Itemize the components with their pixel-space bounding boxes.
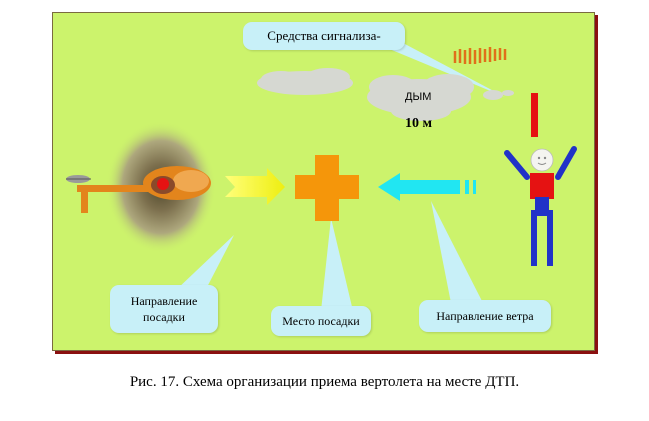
alarm-means-label: Средства сигнализа-: [267, 28, 381, 43]
landing-direction-label: Направление посадки: [130, 294, 198, 324]
callout-alarm-means: Средства сигнализа-: [243, 22, 405, 50]
diagram-drawing: [66, 43, 577, 311]
wind-direction-arrow: [378, 173, 476, 201]
callout-landing-direction: Направление посадки: [110, 285, 218, 333]
diagram-panel: Средства сигнализа- ДЫМ 10 м Направление…: [52, 12, 595, 351]
smoke-cloud-icon: [257, 68, 514, 121]
callout-wind-direction: Направление ветра: [419, 300, 551, 332]
landing-direction-arrow: [225, 168, 285, 205]
helicopter-icon: [66, 121, 216, 253]
landing-site-label: Место посадки: [282, 314, 360, 328]
person-signaler-icon: [504, 146, 577, 266]
wind-direction-label: Направление ветра: [436, 309, 534, 323]
callout-pointer-landing-direction: [175, 235, 234, 291]
callout-pointer-landing-site: [321, 218, 353, 311]
distance-label: 10 м: [405, 116, 433, 131]
landing-cross-icon: [295, 155, 359, 221]
figure-caption: Рис. 17. Схема организации приема вертол…: [129, 374, 520, 390]
signal-flare-icon: [453, 47, 507, 64]
callout-pointer-wind-direction: [431, 201, 483, 303]
smoke-label: ДЫМ: [405, 91, 432, 103]
callout-landing-site: Место посадки: [271, 306, 371, 336]
signal-bar-icon: [531, 93, 538, 137]
